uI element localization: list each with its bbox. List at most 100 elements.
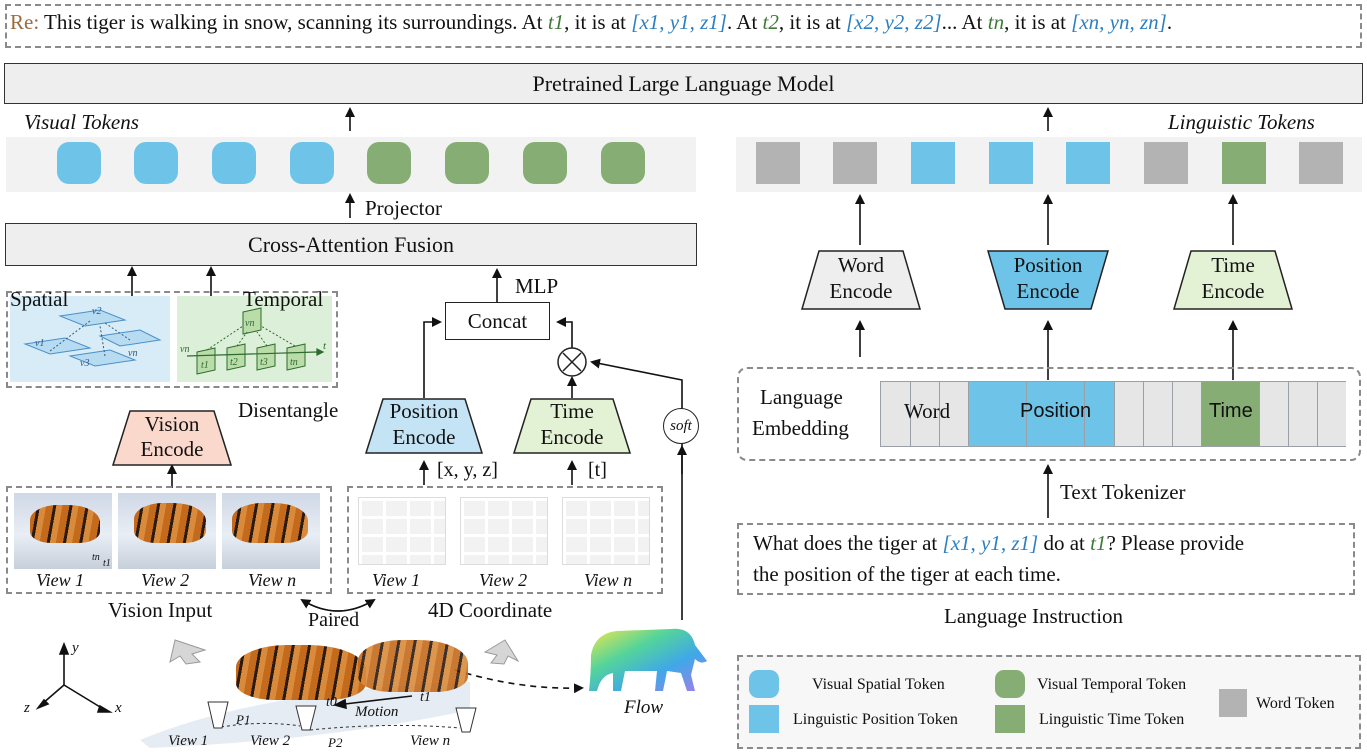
time-encode-line1: Time [550, 399, 594, 423]
tiger-image [30, 505, 100, 543]
position-encode-line1: Position [1013, 253, 1083, 277]
mlp-label: MLP [515, 274, 559, 298]
position-encode-line1: Position [389, 399, 459, 423]
axis-x: x [115, 700, 122, 716]
embedding-cell [940, 382, 969, 446]
view-label: View n [584, 570, 633, 590]
linguistic-tokens-label: Linguistic Tokens [1168, 110, 1315, 134]
legend-swatch-linguistic-time [995, 705, 1025, 733]
time-encode-line2: Encode [540, 425, 604, 449]
legend [737, 655, 1361, 749]
scene-t0: t0 [326, 695, 337, 710]
time-encode-line2: Encode [1201, 279, 1265, 303]
embedding-position-label: Position [1020, 400, 1092, 422]
time-encode-line1: Time [1211, 253, 1255, 277]
spatial-mark: v3 [80, 358, 90, 369]
position-encode-box: Position Encode [365, 398, 483, 454]
word-token [833, 142, 877, 184]
text-tokenizer-label: Text Tokenizer [1060, 480, 1186, 504]
word-token [756, 142, 800, 184]
caption-seg: , it is at [564, 10, 632, 34]
linguistic-position-token [911, 142, 955, 184]
embedding-cell [881, 382, 911, 446]
linguistic-time-token [1222, 142, 1266, 184]
legend-swatch-word [1219, 689, 1247, 717]
legend-label: Linguistic Time Token [1039, 711, 1185, 728]
word-encode-line1: Word [837, 253, 885, 277]
visual-token-bar [6, 137, 696, 192]
visual-spatial-token [290, 142, 334, 184]
temporal-diagram [186, 307, 325, 375]
concat-label: Concat [467, 308, 528, 333]
legend-swatch-visual-temporal [995, 670, 1025, 698]
response-caption-text: Re: This tiger is walking in snow, scann… [10, 10, 1172, 35]
vision-encode-line2: Encode [140, 437, 204, 461]
word-token [1299, 142, 1343, 184]
tiger-image [232, 503, 308, 543]
legend-label: Visual Spatial Token [812, 676, 945, 693]
spatial-mark: vn [128, 348, 138, 359]
caption-seg: . At [726, 10, 763, 34]
response-caption [5, 4, 1362, 48]
instruction-seg: do at [1038, 531, 1091, 555]
linguistic-token-bar [736, 137, 1362, 192]
instruction-seg: What does the tiger at [753, 531, 943, 555]
re-prefix: Re: [10, 10, 40, 34]
visual-temporal-token [523, 142, 567, 184]
instruction-line1: What does the tiger at [x1, y1, z1] do a… [753, 531, 1244, 556]
flow-label: Flow [624, 697, 664, 718]
instruction-coord: [x1, y1, z1] [942, 531, 1039, 555]
spatial-diagram [23, 309, 162, 367]
axis-z: z [24, 700, 30, 716]
camera-view-2: View 2 [250, 733, 291, 749]
view-label: View n [248, 570, 297, 590]
scene-tiger [358, 640, 468, 692]
linguistic-position-token [1066, 142, 1110, 184]
temporal-mark: tn [290, 357, 298, 368]
visual-tokens-label: Visual Tokens [24, 110, 139, 134]
view-image-n [222, 493, 320, 569]
temporal-mark: t [323, 340, 327, 352]
coordinate-input-group [347, 486, 663, 594]
view-image-2 [118, 493, 216, 569]
legend-label: Word Token [1256, 695, 1335, 712]
view-label: View 1 [372, 570, 421, 590]
temporal-label: Temporal [243, 287, 324, 311]
position-encode-line2: Encode [1016, 279, 1080, 303]
linguistic-position-token [989, 142, 1033, 184]
embedding-cell [1318, 382, 1346, 446]
instruction-line2: the position of the tiger at each time. [753, 562, 1061, 586]
legend-swatch-linguistic-position [749, 705, 779, 733]
axis-y: y [72, 640, 79, 656]
caption-seg: . [1166, 10, 1173, 34]
caption-seg: ... At [941, 10, 988, 34]
legend-swatch-visual-spatial [749, 670, 779, 698]
tiger-image [134, 503, 206, 543]
cross-attention-label: Cross-Attention Fusion [248, 231, 454, 257]
legend-label: Visual Temporal Token [1037, 676, 1187, 693]
embedding-cell [1085, 382, 1115, 446]
t-label: [t] [588, 459, 607, 481]
spatial-mark: v2 [92, 306, 102, 317]
language-embedding-group [737, 367, 1361, 461]
concat-box: Concat [445, 302, 550, 340]
embedding-strip [880, 381, 1346, 447]
scene-tiger [236, 645, 366, 700]
embedding-cell [1027, 382, 1085, 446]
spatial-mark: v1 [35, 338, 45, 349]
embedding-cell [1202, 382, 1260, 446]
caption-coord: [xn, yn, zn] [1071, 10, 1167, 34]
caption-time: t1 [547, 10, 565, 34]
camera-view-n: View n [410, 733, 451, 749]
scene-t1: t1 [420, 690, 431, 705]
view-label: View 2 [479, 570, 528, 590]
embedding-cell [1115, 382, 1144, 446]
soft-label: soft [670, 417, 692, 434]
camera-view-1: View 1 [168, 733, 209, 749]
word-encode-line2: Encode [829, 279, 893, 303]
embedding-cell [1144, 382, 1173, 446]
path-p1: P1 [236, 712, 251, 727]
word-encode-box: Word Encode [801, 250, 921, 310]
disentangle-label: Disentangle [238, 398, 339, 422]
embedding-cell [911, 382, 940, 446]
